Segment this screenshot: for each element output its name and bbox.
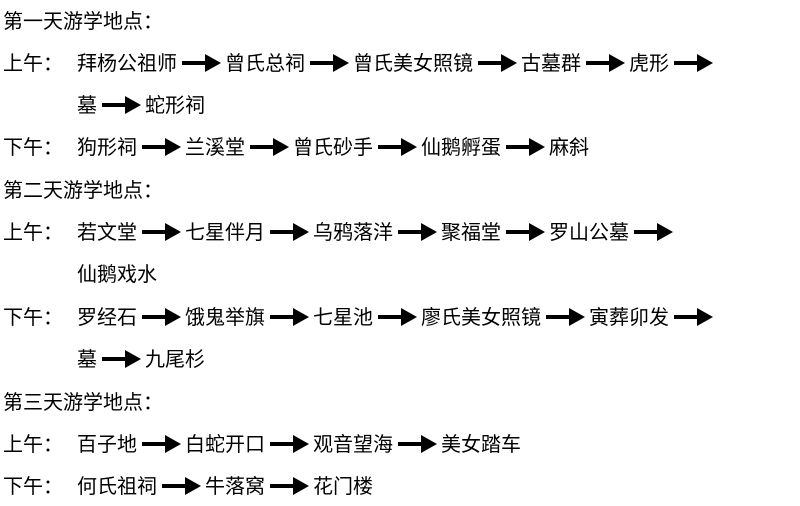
right-arrow-icon — [245, 132, 293, 162]
right-arrow-icon — [137, 132, 185, 162]
session-label: 上午： — [3, 51, 63, 75]
route-stop: 七星池 — [313, 305, 373, 329]
session-label: 下午： — [3, 135, 63, 159]
right-arrow-icon — [373, 302, 421, 332]
right-arrow-icon — [137, 302, 185, 332]
route-stop: 麻斜 — [549, 135, 589, 159]
right-arrow-icon — [501, 217, 549, 247]
route-stop: 罗山公墓 — [549, 220, 629, 244]
route-stop: 虎形 — [629, 51, 669, 75]
route-stop: 兰溪堂 — [185, 135, 245, 159]
route-stop: 拜杨公祖师 — [77, 51, 177, 75]
route-stop: 百子地 — [77, 432, 137, 456]
right-arrow-icon — [265, 217, 313, 247]
route-line: 墓 九尾杉 — [0, 344, 205, 374]
right-arrow-icon — [137, 429, 185, 459]
route-stop: 曾氏美女照镜 — [353, 51, 473, 75]
route-stop: 何氏祖祠 — [77, 474, 157, 498]
route-line: 墓 蛇形祠 — [0, 90, 205, 120]
route-stop: 寅葬卯发 — [589, 305, 669, 329]
session-label: 下午： — [3, 474, 63, 498]
route-stop: 仙鹅戏水 — [77, 262, 157, 286]
route-line: 下午： 狗形祠 兰溪堂 曾氏砂手 仙鹅孵蛋 麻斜 — [0, 132, 589, 162]
route-stop: 曾氏砂手 — [293, 135, 373, 159]
session-label: 上午： — [3, 432, 63, 456]
right-arrow-icon — [581, 48, 629, 78]
day-heading: 第一天游学地点： — [3, 9, 163, 33]
right-arrow-icon — [373, 132, 421, 162]
route-line: 上午： 百子地 白蛇开口 观音望海 美女踏车 — [0, 429, 521, 459]
right-arrow-icon — [157, 471, 205, 501]
route-line: 上午： 若文堂 七星伴月 乌鸦落洋 聚福堂 罗山公墓 — [0, 217, 677, 247]
route-stop: 廖氏美女照镜 — [421, 305, 541, 329]
right-arrow-icon — [265, 302, 313, 332]
right-arrow-icon — [305, 48, 353, 78]
right-arrow-icon — [393, 217, 441, 247]
right-arrow-icon — [265, 471, 313, 501]
route-stop: 聚福堂 — [441, 220, 501, 244]
route-stop: 花门楼 — [313, 474, 373, 498]
route-stop: 七星伴月 — [185, 220, 265, 244]
right-arrow-icon — [177, 48, 225, 78]
right-arrow-icon — [97, 90, 145, 120]
route-line: 下午： 何氏祖祠 牛落窝 花门楼 — [0, 471, 373, 501]
session-label: 上午： — [3, 220, 63, 244]
route-stop: 墓 — [77, 347, 97, 371]
right-arrow-icon — [97, 344, 145, 374]
route-stop: 牛落窝 — [205, 474, 265, 498]
right-arrow-icon — [265, 429, 313, 459]
right-arrow-icon — [137, 217, 185, 247]
right-arrow-icon — [393, 429, 441, 459]
route-line: 仙鹅戏水 — [0, 259, 157, 289]
route-line: 下午： 罗经石 饿鬼举旗 七星池 廖氏美女照镜 寅葬卯发 — [0, 302, 717, 332]
route-stop: 狗形祠 — [77, 135, 137, 159]
route-stop: 白蛇开口 — [185, 432, 265, 456]
route-stop: 饿鬼举旗 — [185, 305, 265, 329]
route-stop: 乌鸦落洋 — [313, 220, 393, 244]
right-arrow-icon — [473, 48, 521, 78]
day-heading: 第三天游学地点： — [3, 390, 163, 414]
right-arrow-icon — [501, 132, 549, 162]
route-stop: 九尾杉 — [145, 347, 205, 371]
route-stop: 曾氏总祠 — [225, 51, 305, 75]
right-arrow-icon — [629, 217, 677, 247]
route-stop: 蛇形祠 — [145, 93, 205, 117]
route-stop: 观音望海 — [313, 432, 393, 456]
right-arrow-icon — [669, 302, 717, 332]
route-stop: 美女踏车 — [441, 432, 521, 456]
day-heading: 第二天游学地点： — [3, 178, 163, 202]
right-arrow-icon — [669, 48, 717, 78]
route-line: 上午： 拜杨公祖师 曾氏总祠 曾氏美女照镜 古墓群 虎形 — [0, 48, 717, 78]
route-stop: 罗经石 — [77, 305, 137, 329]
session-label: 下午： — [3, 305, 63, 329]
route-stop: 仙鹅孵蛋 — [421, 135, 501, 159]
right-arrow-icon — [541, 302, 589, 332]
route-stop: 古墓群 — [521, 51, 581, 75]
route-stop: 墓 — [77, 93, 97, 117]
route-stop: 若文堂 — [77, 220, 137, 244]
